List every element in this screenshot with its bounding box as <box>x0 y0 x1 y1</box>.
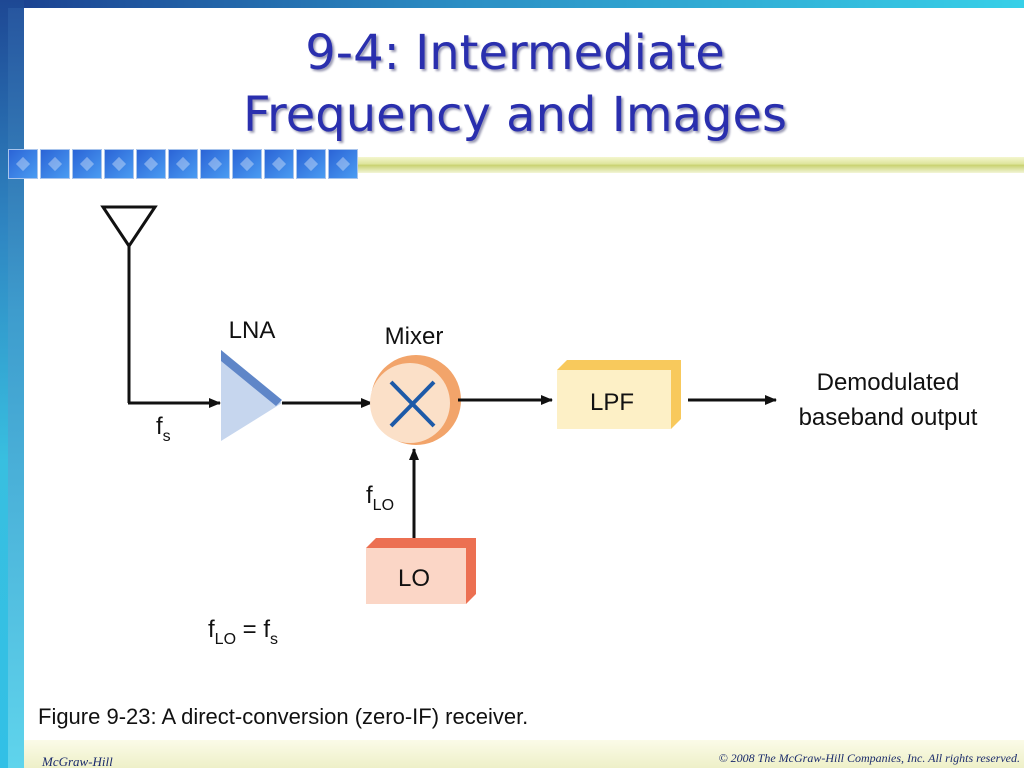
decorative-square <box>104 149 134 179</box>
lpf-label: LPF <box>590 389 634 416</box>
decorative-squares <box>8 149 360 181</box>
decorative-square <box>200 149 230 179</box>
decorative-square <box>328 149 358 179</box>
decorative-square <box>296 149 326 179</box>
decorative-square <box>232 149 262 179</box>
figure-caption: Figure 9-23: A direct-conversion (zero-I… <box>38 704 529 729</box>
footer-publisher: McGraw-Hill <box>42 754 113 769</box>
flo-subscript: LO <box>373 497 394 514</box>
fs-label: fs <box>156 413 171 445</box>
fs-subscript: s <box>163 428 171 445</box>
antenna-icon <box>100 205 158 403</box>
decorative-square <box>8 149 38 179</box>
top-accent-bar <box>0 0 1024 8</box>
output-label-line1: Demodulated <box>817 369 960 396</box>
decorative-square <box>264 149 294 179</box>
lo-block <box>366 538 476 604</box>
decorative-strip <box>8 149 1024 181</box>
lna-label: LNA <box>229 317 276 344</box>
flo-label: fLO <box>366 482 394 514</box>
decorative-square <box>40 149 70 179</box>
equation-rhs-subscript: s <box>270 631 278 648</box>
slide-title-line1: 9-4: Intermediate <box>305 25 725 81</box>
equation-lhs-subscript: LO <box>215 631 236 648</box>
footer-copyright: © 2008 The McGraw-Hill Companies, Inc. A… <box>718 751 1020 765</box>
mixer-symbol <box>370 355 461 445</box>
lo-label: LO <box>398 565 430 592</box>
left-accent-bar <box>0 0 24 768</box>
slide-title-line2: Frequency and Images <box>242 87 788 143</box>
left-accent-bar-inner <box>8 8 24 768</box>
lna-amplifier <box>221 350 282 441</box>
footer-bar <box>24 740 1024 768</box>
decorative-square <box>72 149 102 179</box>
equation: fLO = fs <box>208 616 278 648</box>
equation-equals: = f <box>236 616 270 643</box>
slide-title: 9-4: Intermediate Frequency and Images <box>90 22 940 146</box>
mixer-label: Mixer <box>385 323 444 350</box>
output-label-line2: baseband output <box>799 404 978 431</box>
decorative-square <box>136 149 166 179</box>
decorative-square <box>168 149 198 179</box>
lpf-block <box>557 360 681 429</box>
decorative-stripe <box>358 157 1024 173</box>
